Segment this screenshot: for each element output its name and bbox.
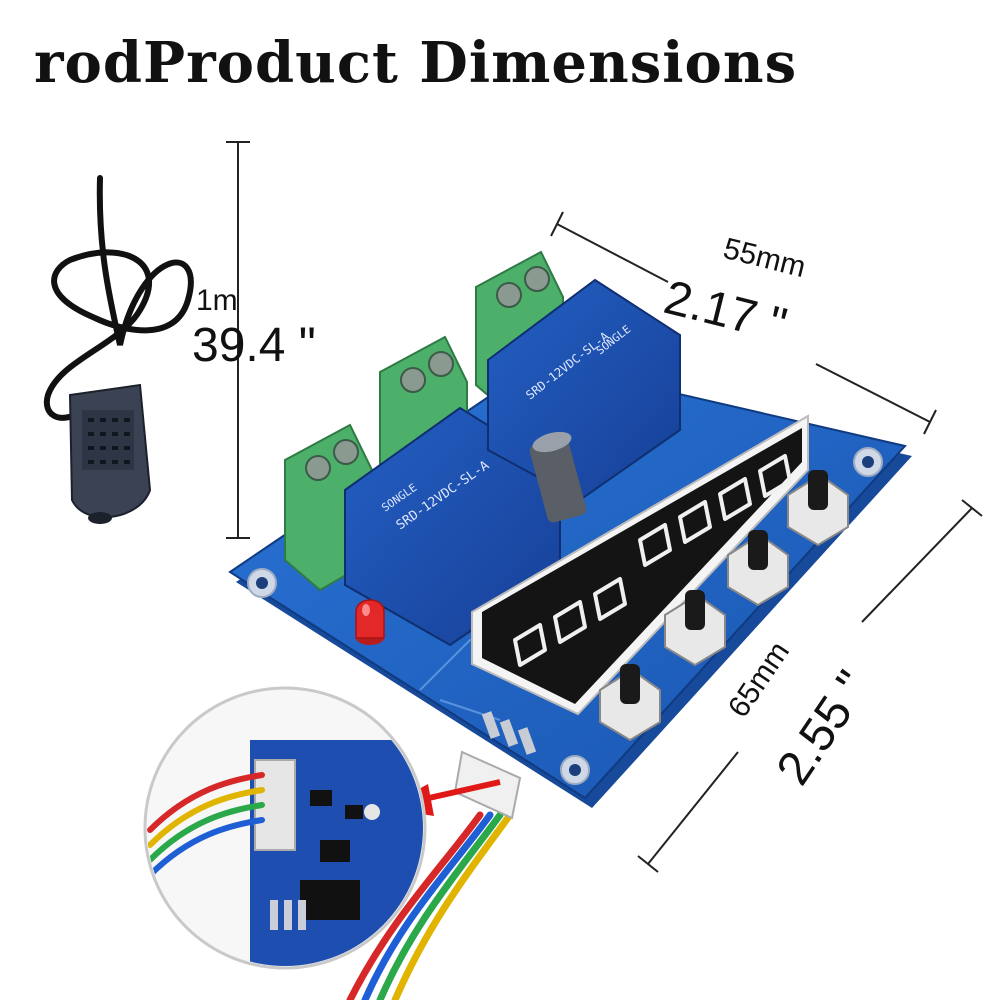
tactile-button [727,530,789,607]
tactile-button [787,470,849,547]
humidity-sensor-probe [68,383,152,524]
tactile-button [664,590,726,667]
tactile-button [599,664,661,742]
red-led [355,599,385,645]
sensor-wires [346,811,514,1000]
relay-front: SRD-12VDC-SL-A SONGLE [344,406,561,647]
sensor-cable [43,175,194,421]
board-width-dimension-line [550,211,937,435]
capacitor [529,431,587,523]
cable-length-imperial: 39.4 " [192,319,316,372]
connector-detail-inset [143,686,427,970]
board-depth-dimension-line [637,499,983,873]
cable-length-metric: 1m [196,284,238,317]
cable-length-dimension-line [226,141,250,539]
page-title: rod​Product Dimensions [34,30,798,96]
